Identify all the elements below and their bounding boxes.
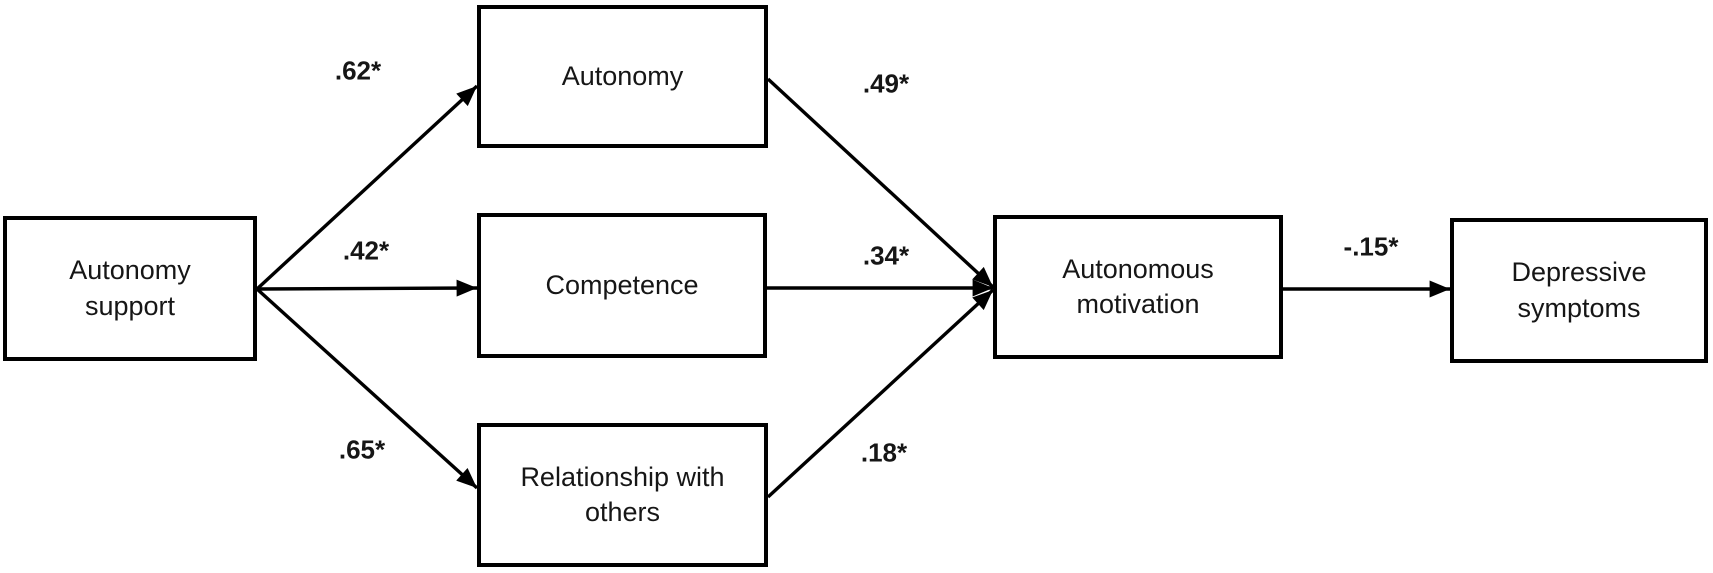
node-depressive-symptoms-label: Depressive symptoms [1511,257,1647,323]
edge-autonomy-support-to-competence [256,279,478,297]
edge-autonomy-support-to-autonomy [255,84,479,291]
node-relationship-with-others-label: Relationship with others [520,461,725,527]
node-autonomous-motivation-label: Autonomous motivation [1062,253,1214,319]
coefficient-relationship-with-others-autonomous-motivation: .18* [860,437,908,468]
coefficient-autonomy-support-competence: .42* [342,235,390,266]
node-autonomy-label: Autonomy [561,60,684,91]
coefficient-competence-autonomous-motivation: .34* [862,240,910,271]
node-autonomy-support-label: Autonomy support [69,255,191,321]
node-autonomy: Autonomy [477,5,768,148]
edge-relationship-with-others-to-autonomous-motivation [766,288,995,499]
coefficient-autonomy-autonomous-motivation: .49* [862,68,910,99]
node-autonomous-motivation: Autonomous motivation [993,215,1283,359]
coefficient-autonomy-support-autonomy: .62* [334,55,382,86]
coefficient-autonomous-motivation-depressive-symptoms: -.15* [1343,231,1399,262]
edge-autonomy-support-to-relationship-with-others [255,287,479,490]
node-depressive-symptoms: Depressive symptoms [1450,218,1708,363]
coefficient-autonomy-support-relationship-with-others: .65* [338,434,386,465]
node-relationship-with-others: Relationship with others [477,423,768,567]
node-competence: Competence [477,213,767,358]
node-autonomy-support: Autonomy support [3,216,257,361]
node-competence-label: Competence [545,269,699,300]
edge-autonomy-to-autonomous-motivation [766,77,995,289]
